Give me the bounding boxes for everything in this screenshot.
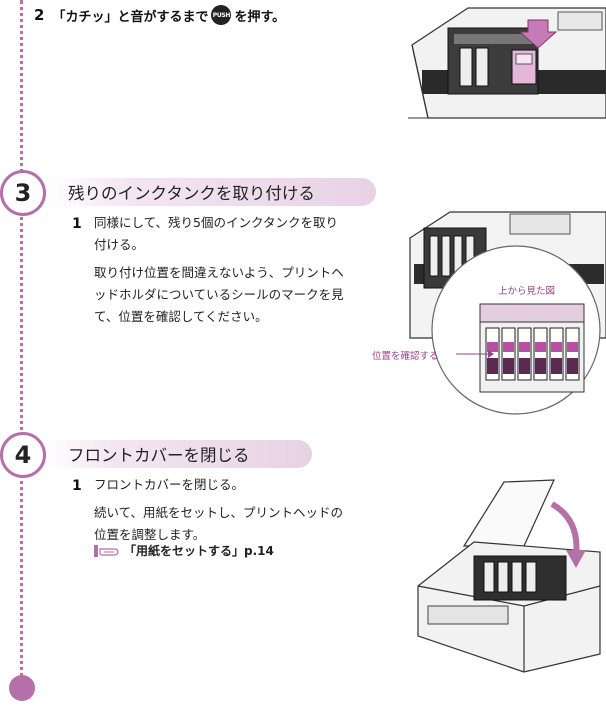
spine-end-dot [9, 675, 35, 701]
section-4-line-3: 位置を調整します。 [94, 527, 206, 542]
section-4-heading-band: フロントカバーを閉じる [46, 440, 312, 468]
step-number: 2 [34, 6, 45, 24]
step-2-line: 2 「カチッ」と音がするまで PUSH を押す。 [34, 5, 285, 25]
section-4-number-badge: 4 [0, 432, 46, 478]
section-3-line-4: ッドホルダについているシールのマークを見 [94, 287, 344, 302]
page-spine-dotted-line [20, 0, 23, 690]
section-4-substep-number: 1 [72, 478, 82, 494]
section-4-body: フロントカバーを閉じる。 続いて、用紙をセットし、プリントヘッドの 位置を調整し… [94, 474, 404, 546]
section-3-number: 3 [14, 179, 32, 207]
section-3-line-3: 取り付け位置を間違えないよう、プリントヘ [94, 265, 344, 280]
section-3-line-1: 同様にして、残り5個のインクタンクを取り [94, 215, 338, 230]
section-3-heading-band: 残りのインクタンクを取り付ける [46, 178, 376, 206]
push-button-icon: PUSH [211, 5, 232, 25]
close-front-cover-illustration [417, 479, 601, 673]
section-3-number-badge: 3 [0, 170, 46, 216]
pointing-hand-icon [94, 544, 119, 557]
reference-link[interactable]: 「用紙をセットする」p.14 [94, 542, 274, 559]
section-4-title: フロントカバーを閉じる [68, 446, 250, 465]
step-text-before: 「カチッ」と音がするまで [52, 9, 209, 25]
section-3-line-2: 付ける。 [94, 237, 145, 252]
top-view-label: 上から見た図 [498, 286, 556, 297]
step-text-after: を押す。 [234, 9, 286, 25]
section-4-line-2: 続いて、用紙をセットし、プリントヘッドの [94, 505, 344, 520]
section-3-line-5: て、位置を確認してください。 [94, 309, 268, 324]
section-3-title: 残りのインクタンクを取り付ける [68, 184, 315, 203]
push-label: PUSH [212, 11, 231, 19]
section-3-substep-number: 1 [72, 216, 82, 232]
reference-text: 「用紙をセットする」p.14 [124, 544, 274, 558]
section-3-body: 同様にして、残り5個のインクタンクを取り 付ける。 取り付け位置を間違えないよう… [94, 212, 404, 328]
ink-tank-push-illustration [408, 7, 606, 119]
position-check-label: 位置を確認する [372, 351, 439, 362]
ink-tank-position-illustration [409, 211, 606, 415]
section-4-number: 4 [14, 441, 32, 469]
section-4-line-1: フロントカバーを閉じる。 [94, 477, 245, 492]
